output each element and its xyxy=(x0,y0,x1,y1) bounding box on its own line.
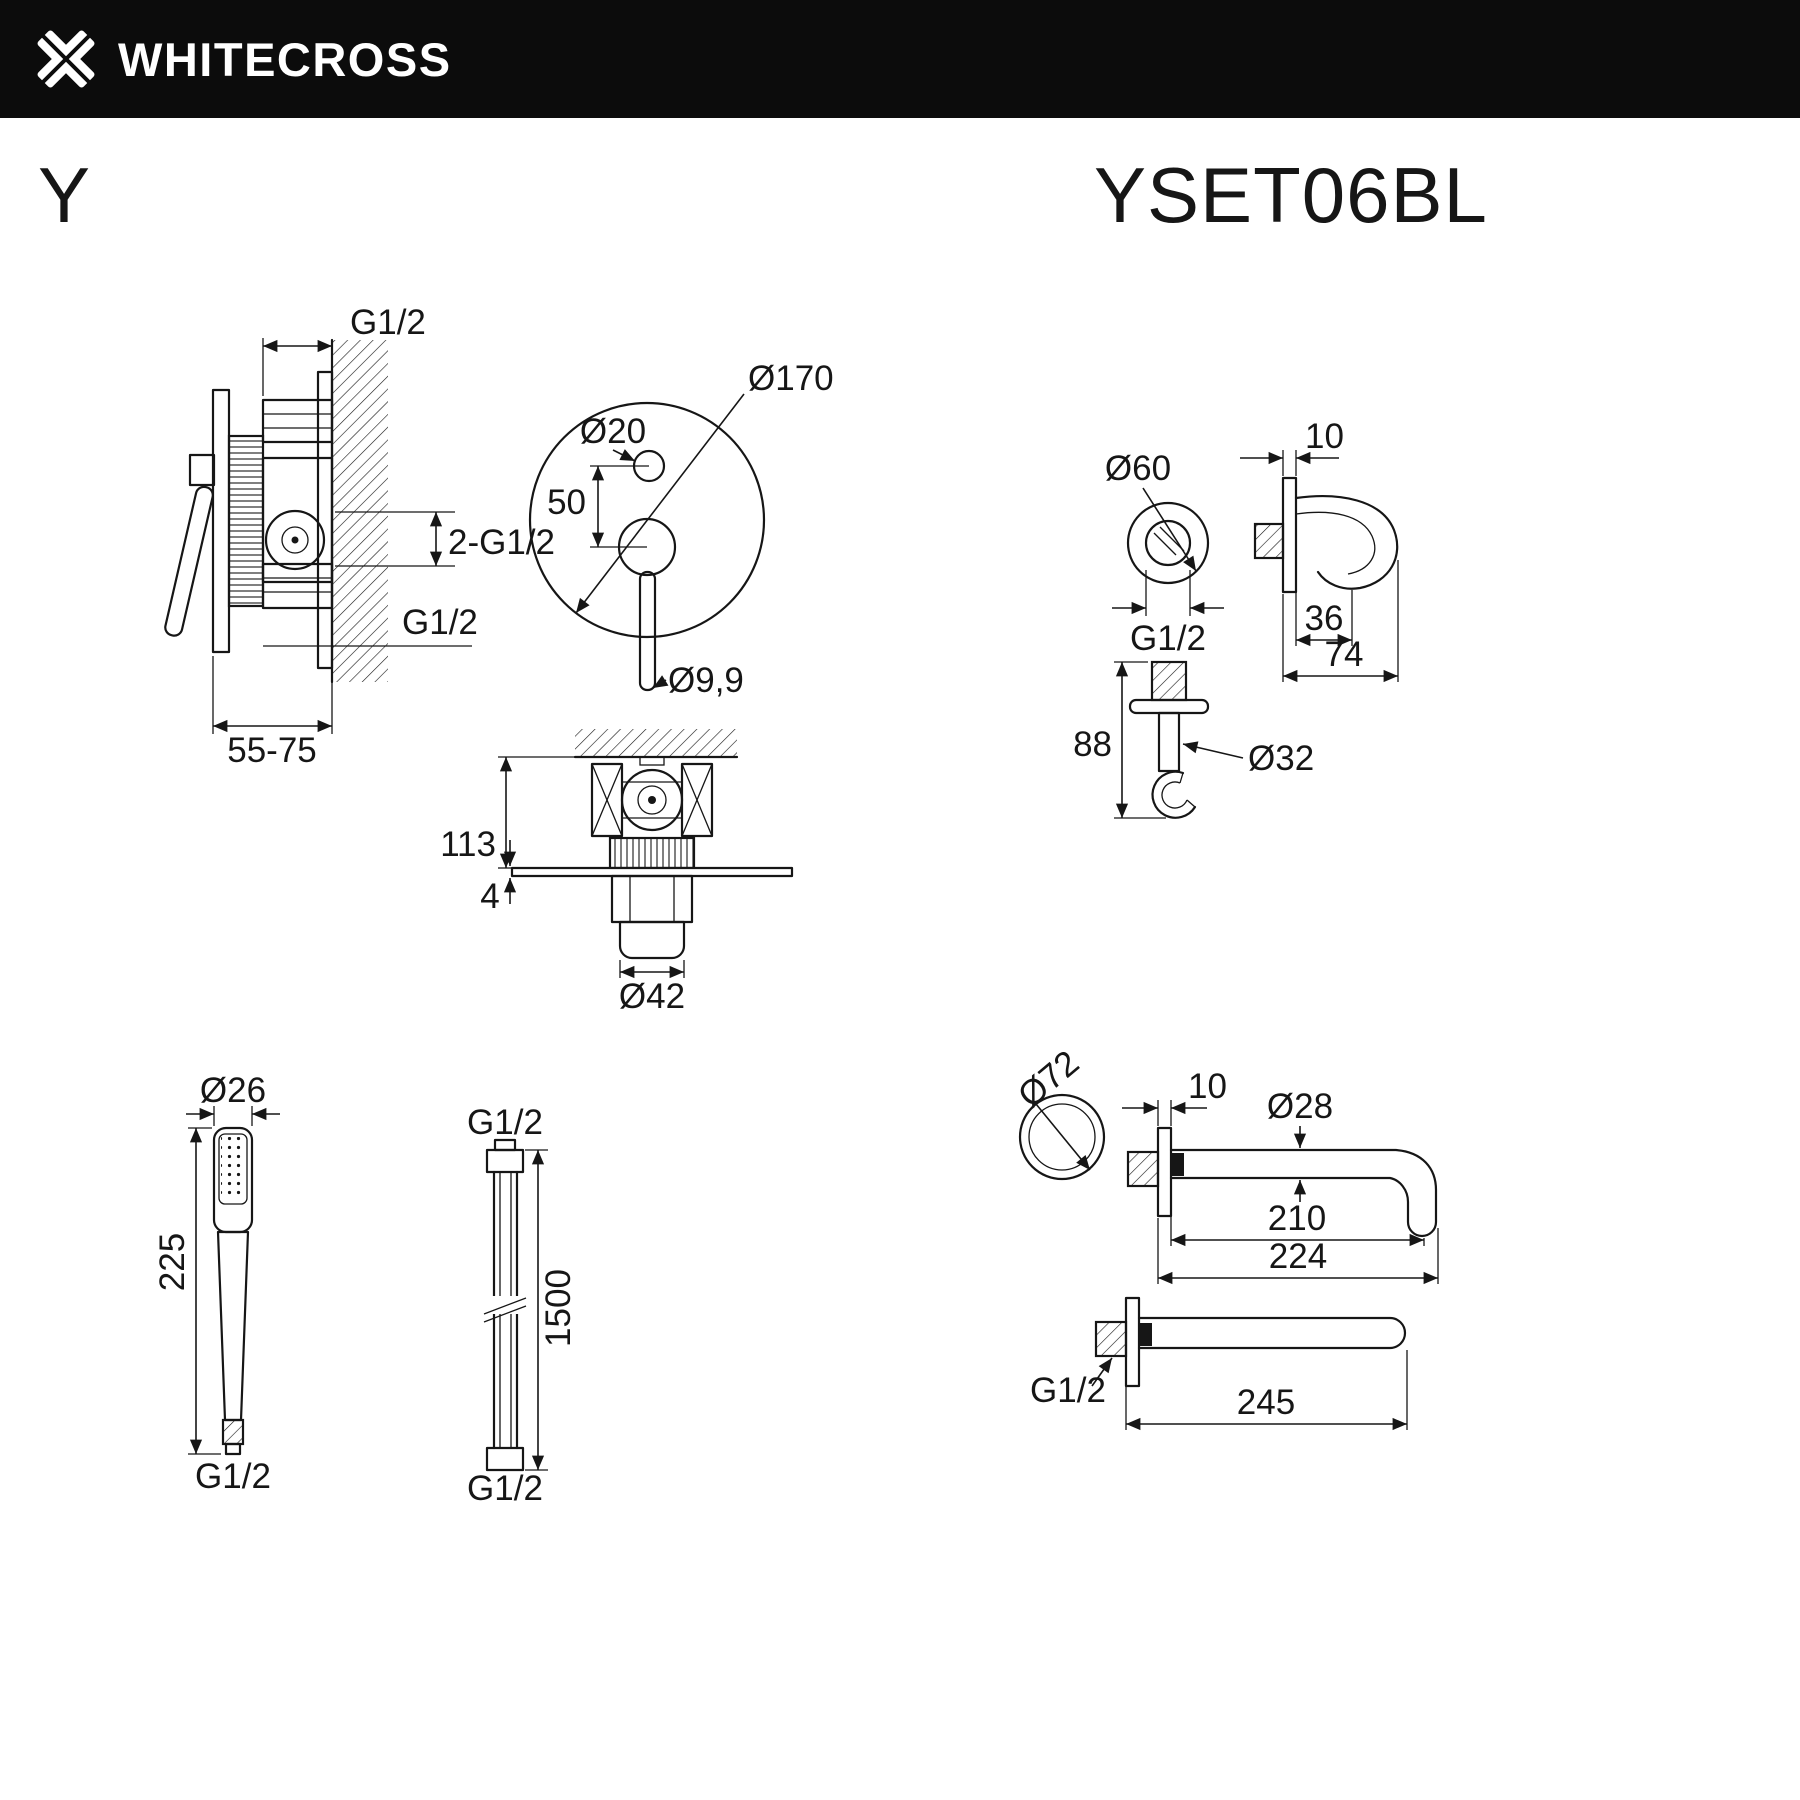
drawing-mixer-side-view: G1/2 2-G1/2 G1/2 55-75 xyxy=(164,303,555,770)
mounting-plate xyxy=(211,388,231,654)
handle-stem xyxy=(638,570,657,692)
model-number-title: YSET06BL xyxy=(1094,151,1488,239)
hose-top-fitting xyxy=(485,1148,525,1174)
spout-thread-nipple xyxy=(1126,1150,1160,1188)
spout2-wall-plate xyxy=(1124,1296,1141,1388)
dim-label-holder-stem-diameter: Ø32 xyxy=(1248,739,1314,778)
dim-label-mounting-depth: 55-75 xyxy=(227,731,317,770)
holder-stem xyxy=(1157,711,1181,773)
spray-face-dots xyxy=(221,1137,245,1199)
valve-circle xyxy=(264,509,326,571)
dim-label-holder-height: 88 xyxy=(1073,725,1112,764)
holder-thread-nipple xyxy=(1253,522,1285,560)
brand-name: WHITECROSS xyxy=(118,32,452,86)
dim-label-spout2-thread: G1/2 xyxy=(1030,1371,1106,1410)
dim-label-hose-length: 1500 xyxy=(539,1269,578,1347)
drawing-mixer-installation-section: 113 4 Ø42 xyxy=(440,729,794,1016)
handshower-connector-thread xyxy=(221,1418,245,1446)
brand-header: WHITECROSS xyxy=(0,0,1800,118)
dim-label-spout-total-length: 224 xyxy=(1269,1237,1327,1276)
dim-label-bottom-thread: G1/2 xyxy=(402,603,478,642)
holder-wall-plate xyxy=(1281,476,1298,594)
dim-label-top-thread: G1/2 xyxy=(350,303,426,342)
spout2-seal xyxy=(1140,1323,1152,1346)
finish-plate xyxy=(510,866,794,878)
drawing-mixer-front-view: Ø170 Ø20 50 Ø9,9 xyxy=(528,359,834,700)
dim-label-spout-reach: 210 xyxy=(1268,1199,1326,1238)
valve-core-circle xyxy=(620,768,684,832)
dim-label-handle-tip-diameter: Ø9,9 xyxy=(668,661,744,700)
spout-seal xyxy=(1172,1153,1184,1176)
holder-hook-front-outer xyxy=(1151,770,1197,819)
bottom-outlet-pipe xyxy=(261,562,334,610)
dim-label-plate-diameter: Ø170 xyxy=(748,359,834,398)
wall-hatch xyxy=(575,729,737,757)
dim-label-spout-tube-diameter: Ø28 xyxy=(1267,1087,1333,1126)
spout2-tube-straight xyxy=(1137,1316,1407,1350)
series-title: Y xyxy=(38,151,91,239)
trim-plate-edge xyxy=(316,370,334,670)
trim-sleeve xyxy=(610,874,694,924)
top-inlet-pipe xyxy=(261,398,334,444)
hose-bottom-fitting xyxy=(485,1446,525,1472)
dim-label-handshower-thread: G1/2 xyxy=(195,1457,271,1496)
threaded-collar xyxy=(608,836,696,870)
dim-label-holder-inset-depth: 36 xyxy=(1305,599,1344,638)
spout-rosette-circle xyxy=(1018,1093,1106,1181)
handle-lever xyxy=(164,485,214,637)
holder-hook-outer xyxy=(1294,495,1399,590)
dim-label-holder-total-depth: 74 xyxy=(1325,635,1364,674)
drawing-shower-holder: Ø60 G1/2 10 36 74 88 xyxy=(1073,417,1399,819)
dim-label-head-diameter: Ø26 xyxy=(200,1071,266,1110)
drawing-hand-shower: Ø26 225 G1/2 xyxy=(153,1071,280,1496)
holder-hook-inner xyxy=(1295,511,1376,575)
drawing-wall-spout: Ø72 10 Ø28 210 224 G1/2 245 xyxy=(1011,1043,1439,1431)
holder-rosette-circle xyxy=(1126,501,1210,585)
dim-label-outlet-threads: 2-G1/2 xyxy=(448,523,555,562)
drawing-shower-hose: G1/2 1500 G1/2 xyxy=(467,1103,578,1508)
dim-label-spout-plate-thickness: 10 xyxy=(1188,1067,1227,1106)
dim-label-center-spacing: 50 xyxy=(547,483,586,522)
dim-label-section-depth: 113 xyxy=(440,825,496,864)
handshower-handle xyxy=(216,1230,250,1422)
valve-body xyxy=(261,456,334,584)
dim-label-plate-thickness: 4 xyxy=(480,877,499,916)
spout-wall-plate xyxy=(1156,1126,1173,1218)
whitecross-x-logo-icon xyxy=(37,30,95,88)
dim-label-hose-thread-bottom: G1/2 xyxy=(467,1469,543,1508)
holder-outlet-thread xyxy=(1150,660,1188,702)
spout2-thread-nipple xyxy=(1094,1320,1128,1358)
trim-cap xyxy=(618,920,686,960)
dim-label-holder-thread: G1/2 xyxy=(1130,619,1206,658)
dim-label-rosette-diameter: Ø60 xyxy=(1105,449,1171,488)
dim-label-holder-plate-thickness: 10 xyxy=(1305,417,1344,456)
trim-plate-circle xyxy=(528,401,766,639)
holder-flange xyxy=(1128,698,1210,715)
dim-label-hose-thread-top: G1/2 xyxy=(467,1103,543,1142)
cartridge-ribs xyxy=(227,434,265,608)
dim-label-trim-diameter: Ø42 xyxy=(619,977,685,1016)
dim-label-spout-rosette-diameter: Ø72 xyxy=(1011,1043,1087,1115)
handle-pivot xyxy=(188,453,216,487)
dim-label-handshower-length: 225 xyxy=(153,1233,192,1291)
dim-label-spout2-total-length: 245 xyxy=(1237,1383,1295,1422)
wall-hatch xyxy=(332,340,388,682)
dim-label-diverter-diameter: Ø20 xyxy=(580,412,646,451)
